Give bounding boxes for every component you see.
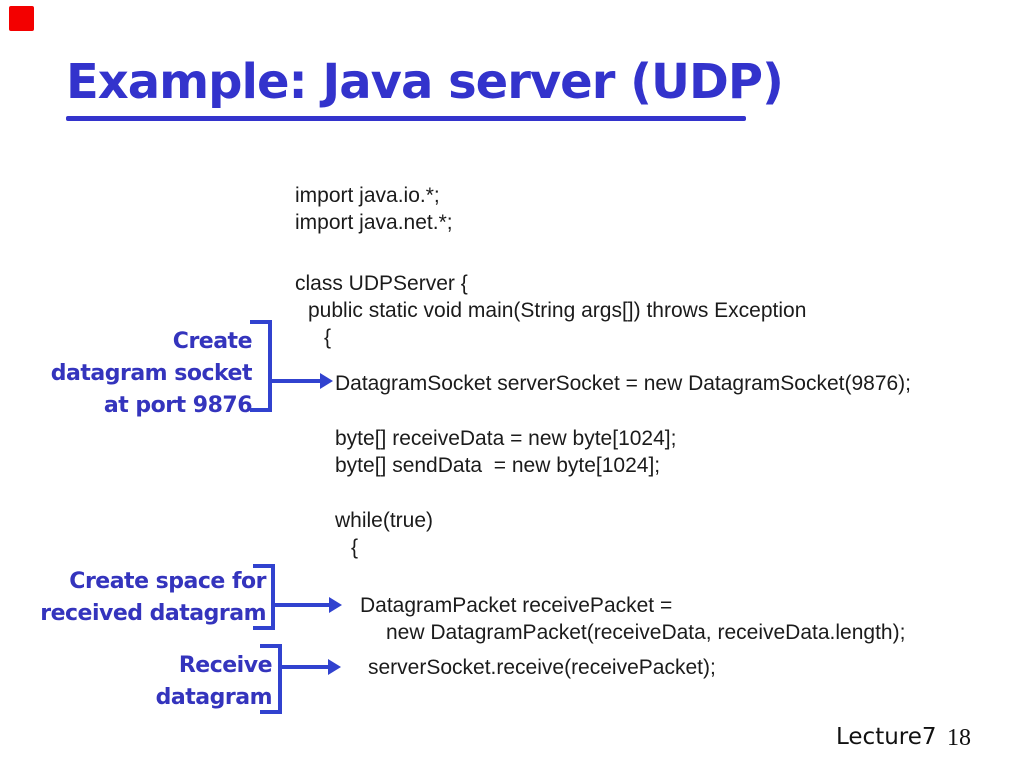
red-square-decoration: [9, 6, 34, 31]
annotation-label-line: datagram: [155, 685, 273, 710]
code-line-11: new DatagramPacket(receiveData, receiveD…: [386, 621, 906, 644]
annotation-label-line: datagram socket: [50, 361, 253, 386]
code-line-8: while(true): [335, 509, 434, 532]
annotation-label-line: Receive: [178, 653, 273, 678]
arrow-right-icon: [329, 597, 342, 613]
code-line-9: {: [351, 536, 359, 559]
title-underline: [66, 116, 746, 121]
arrow-right-icon: [328, 659, 341, 675]
footer-lecture-label: Lecture7: [836, 724, 937, 750]
annotation-label-line: Create: [172, 329, 253, 354]
right-bracket-icon: [260, 644, 282, 714]
arrow-line: [282, 665, 328, 669]
annotation-label-receive-datagram: Receive datagram: [92, 650, 273, 714]
code-line-6: byte[] receiveData = new byte[1024];: [335, 427, 677, 450]
right-bracket-icon: [253, 564, 275, 630]
right-bracket-icon: [250, 320, 272, 412]
annotation-label-line: at port 9876: [103, 393, 253, 418]
annotation-label-line: Create space for: [69, 569, 266, 594]
code-line-4: {: [324, 326, 332, 349]
annotation-label-line: received datagram: [40, 601, 266, 626]
annotation-label-create-space-for-received-datagram: Create space for received datagram: [36, 566, 266, 630]
code-line-1: import java.net.*;: [295, 211, 453, 234]
code-line-0: import java.io.*;: [295, 184, 440, 207]
slide-title: Example: Java server (UDP): [66, 54, 784, 110]
arrow-line: [275, 603, 329, 607]
footer-page-number: 18: [947, 725, 971, 751]
code-line-5: DatagramSocket serverSocket = new Datagr…: [335, 372, 912, 395]
code-line-12: serverSocket.receive(receivePacket);: [368, 656, 716, 679]
arrow-right-icon: [320, 373, 333, 389]
arrow-line: [272, 379, 320, 383]
code-line-3: public static void main(String args[]) t…: [308, 299, 807, 322]
code-line-2: class UDPServer {: [295, 272, 468, 295]
annotation-label-create-datagram-socket: Create datagram socket at port 9876: [22, 326, 253, 422]
code-line-7: byte[] sendData = new byte[1024];: [335, 454, 661, 477]
code-line-10: DatagramPacket receivePacket =: [360, 594, 673, 617]
